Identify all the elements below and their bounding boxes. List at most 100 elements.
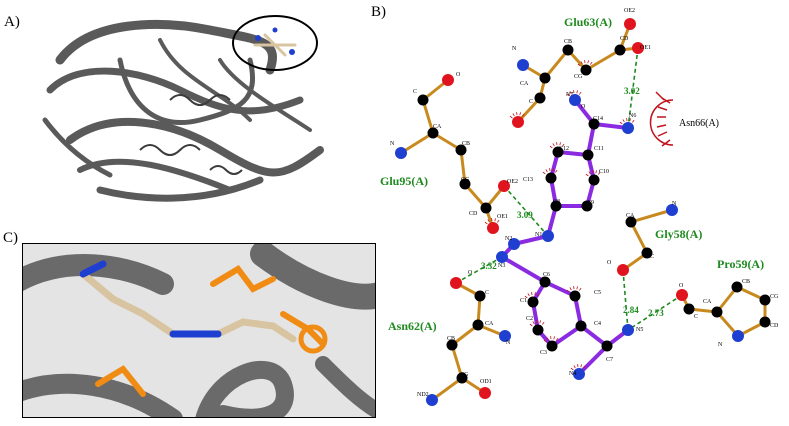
atom-label-cg-left: CG — [461, 177, 470, 183]
atom-op — [676, 289, 688, 301]
hbond-distance-273: 2.73 — [648, 308, 664, 318]
atom-label-cd-top: CD — [620, 36, 629, 42]
contact-tick-c12-3 — [560, 142, 561, 145]
contact-tick-n6-4 — [632, 120, 634, 122]
contact-tick-c1-1 — [528, 293, 530, 296]
atom-c13 — [546, 173, 557, 184]
atom-label-c3: C3 — [540, 350, 547, 356]
atom-label-c7: C7 — [606, 357, 613, 363]
binding-site-closeup-panel — [22, 243, 376, 418]
atom-cbp — [732, 282, 743, 293]
atom-label-n6: N6 — [629, 113, 636, 119]
atom-oe1l — [487, 222, 499, 234]
contact-tick-c2-0 — [530, 324, 532, 326]
contact-tick-c12-0 — [550, 146, 552, 148]
contact-tick-c10-3 — [596, 170, 597, 173]
contact-tick-ot-1 — [513, 113, 515, 116]
atom-label-cg-pro: CG — [770, 294, 779, 300]
contact-tick-c3-3 — [554, 336, 555, 339]
atom-label-n-left: N — [390, 141, 395, 147]
atom-label-ca-left: CA — [433, 124, 442, 130]
atom-c5 — [570, 291, 581, 302]
atom-cl — [418, 95, 429, 106]
atom-label-cb-top: CB — [564, 39, 572, 45]
residue-label-glu95: Glu95(A) — [380, 174, 428, 188]
atom-label-c13: C13 — [523, 177, 533, 183]
atom-label-cb-asn: CB — [447, 336, 455, 342]
atom-label-nd2: ND2 — [417, 392, 429, 398]
atom-label-cb-pro: CB — [742, 279, 750, 285]
contact-tick-c5-4 — [579, 288, 581, 290]
atom-c10 — [589, 175, 600, 186]
atom-label-cd-pro: CD — [770, 323, 779, 329]
atom-ot — [512, 116, 524, 128]
hbond-distance-284: 2.84 — [623, 305, 639, 315]
contact-tick-c2-1 — [533, 321, 535, 324]
atom-label-c1: C1 — [520, 298, 527, 304]
atom-cp — [684, 304, 695, 315]
contact-tick-oe1l-3 — [495, 218, 496, 221]
atom-label-cg-top: CG — [574, 74, 583, 80]
atom-label-o-asn: O — [468, 270, 473, 276]
protein-ribbon-panel — [20, 0, 350, 215]
contact-tick-n4-0 — [571, 368, 573, 370]
contact-tick-n4-3 — [581, 364, 582, 367]
atom-label-c12: C12 — [559, 146, 569, 152]
atom-label-c10: C10 — [599, 169, 609, 175]
ligplot-interaction-diagram: OE2 OE1 CD CB N CA CG C O N7 C14 N6 C12 … — [368, 0, 789, 421]
hydrogen-bond-og-n5 — [623, 270, 628, 330]
atom-cbt — [563, 45, 574, 56]
atom-label-o-left: O — [456, 72, 461, 78]
atom-label-c14: C14 — [593, 116, 603, 122]
atom-label-c-gly: C — [650, 254, 654, 260]
atom-layer — [395, 18, 771, 406]
atom-label-ca-asn: CA — [485, 321, 494, 327]
atom-label-c5: C5 — [594, 290, 601, 296]
contact-tick-cgt-4 — [590, 62, 592, 64]
atom-label-oe1-top: OE1 — [640, 45, 651, 51]
atom-label-c8: C8 — [553, 199, 560, 205]
atom-np — [732, 330, 744, 342]
atom-c7 — [602, 341, 613, 352]
hydrophobic-contact-asn66 — [651, 92, 674, 146]
atom-label-c-asn: C — [485, 290, 489, 296]
atom-label-o-gly: O — [607, 260, 612, 266]
atom-caa — [473, 320, 484, 331]
contact-tick-c5-3 — [577, 286, 578, 289]
atom-label-od1: OD1 — [480, 379, 492, 385]
contact-tick-n6-1 — [623, 119, 625, 122]
atom-label-c9: C9 — [587, 200, 594, 206]
atom-label-ca-gly: CA — [626, 213, 635, 219]
atom-c1 — [528, 297, 539, 308]
atom-cdl — [481, 203, 492, 214]
hbond-distance-309: 3.09 — [517, 210, 533, 220]
ligplot-svg: OE2 OE1 CD CB N CA CG C O N7 C14 N6 C12 … — [368, 0, 789, 421]
atom-label-oe2-left: OE2 — [507, 179, 518, 185]
residue-label-pro59: Pro59(A) — [717, 257, 764, 271]
hbond-distance-332: 3.32 — [481, 261, 497, 271]
atom-c3 — [547, 341, 558, 352]
atom-label-c11: C11 — [594, 146, 604, 152]
residue-label-asn62: Asn62(A) — [388, 319, 437, 333]
contact-tick-c13-0 — [543, 172, 545, 174]
atom-label-n4: N4 — [569, 371, 576, 377]
contact-tick-c12-1 — [553, 143, 555, 146]
atom-label-ca-pro: CA — [703, 299, 712, 305]
atom-label-c2: C2 — [526, 316, 533, 322]
atom-label-c-pro: C — [694, 314, 698, 320]
atom-c11 — [583, 150, 594, 161]
ligand-bond-n3-c6 — [502, 257, 545, 282]
residue-label-asn66: Asn66(A) — [679, 118, 719, 129]
atom-label-n7: N7 — [566, 92, 573, 98]
atom-cgp — [760, 295, 771, 306]
atom-label-n3: N3 — [498, 263, 505, 269]
contact-tick-oe1l-4 — [497, 220, 499, 222]
atom-n6 — [622, 122, 634, 134]
protein-ribbon-drawing — [20, 0, 350, 215]
residue-bond-cdt-cgt — [586, 50, 620, 70]
atom-nl — [395, 147, 407, 159]
atom-ca_ — [475, 291, 486, 302]
atom-od1 — [479, 387, 491, 399]
atom-oe2t — [624, 18, 636, 30]
contact-tick-c13-4 — [555, 170, 557, 172]
